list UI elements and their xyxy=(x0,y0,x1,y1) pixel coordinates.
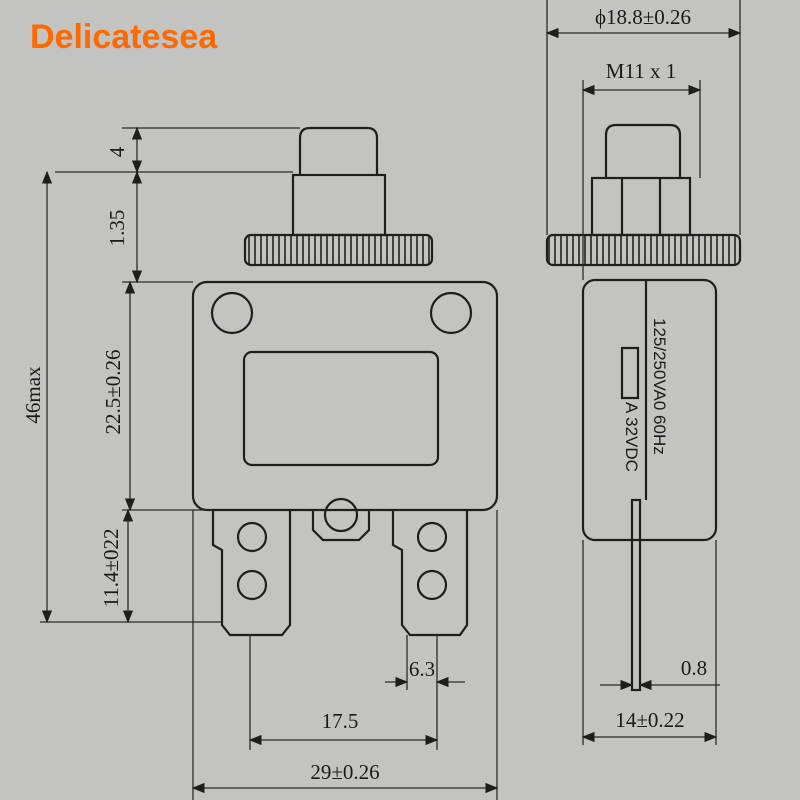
neck xyxy=(291,173,387,237)
front-view: 4 1.35 22.5±0.26 11.4±022 46max 6.3 17.5… xyxy=(21,126,499,800)
mount-hole-left xyxy=(210,291,254,335)
dim-button-height: 4 xyxy=(105,146,129,157)
dim-body-width: 29±0.26 xyxy=(310,760,379,784)
dim-neck-height: 1.35 xyxy=(105,210,129,247)
dim-thread: M11 x 1 xyxy=(606,59,676,83)
dim-body-height: 22.5±0.26 xyxy=(101,349,125,434)
label-window xyxy=(242,350,440,467)
dim-terminal-spacing: 17.5 xyxy=(322,709,359,733)
terminal-pin xyxy=(630,498,642,692)
body xyxy=(191,280,499,512)
center-boss xyxy=(311,510,371,542)
rating-dc: A 32VDC xyxy=(622,402,641,472)
terminal-hole xyxy=(236,521,268,553)
terminal-left xyxy=(211,510,292,637)
dim-nut-diameter: ϕ18.8±0.26 xyxy=(595,5,691,29)
dim-body-depth: 14±0.22 xyxy=(615,708,684,732)
terminal-hole xyxy=(416,569,448,601)
mount-hole-right xyxy=(429,291,473,335)
side-view: 125/250VA0 60Hz A 32VDC ϕ18.8±0.26 M11 x… xyxy=(545,0,742,745)
side-label-box xyxy=(620,346,640,400)
terminal-hole xyxy=(236,569,268,601)
side-button xyxy=(604,123,682,178)
side-dimension-lines xyxy=(545,27,742,743)
terminal-hole xyxy=(416,521,448,553)
dimension-lines xyxy=(41,126,499,794)
dim-total-height: 46max xyxy=(21,366,45,424)
watermark: Delicatesea xyxy=(30,18,218,56)
terminal-right xyxy=(391,510,469,637)
side-body xyxy=(581,278,718,542)
dim-pin-thickness: 0.8 xyxy=(681,656,707,680)
side-extension-lines xyxy=(546,0,741,745)
rating-ac: 125/250VA0 60Hz xyxy=(650,318,669,455)
side-knurled-nut xyxy=(545,233,742,267)
dim-terminal-height: 11.4±022 xyxy=(99,529,123,608)
dim-terminal-width: 6.3 xyxy=(409,657,435,681)
center-boss-hole xyxy=(323,497,359,533)
reset-button xyxy=(298,126,379,175)
hex-nut xyxy=(590,176,692,237)
knurled-nut xyxy=(243,233,434,267)
